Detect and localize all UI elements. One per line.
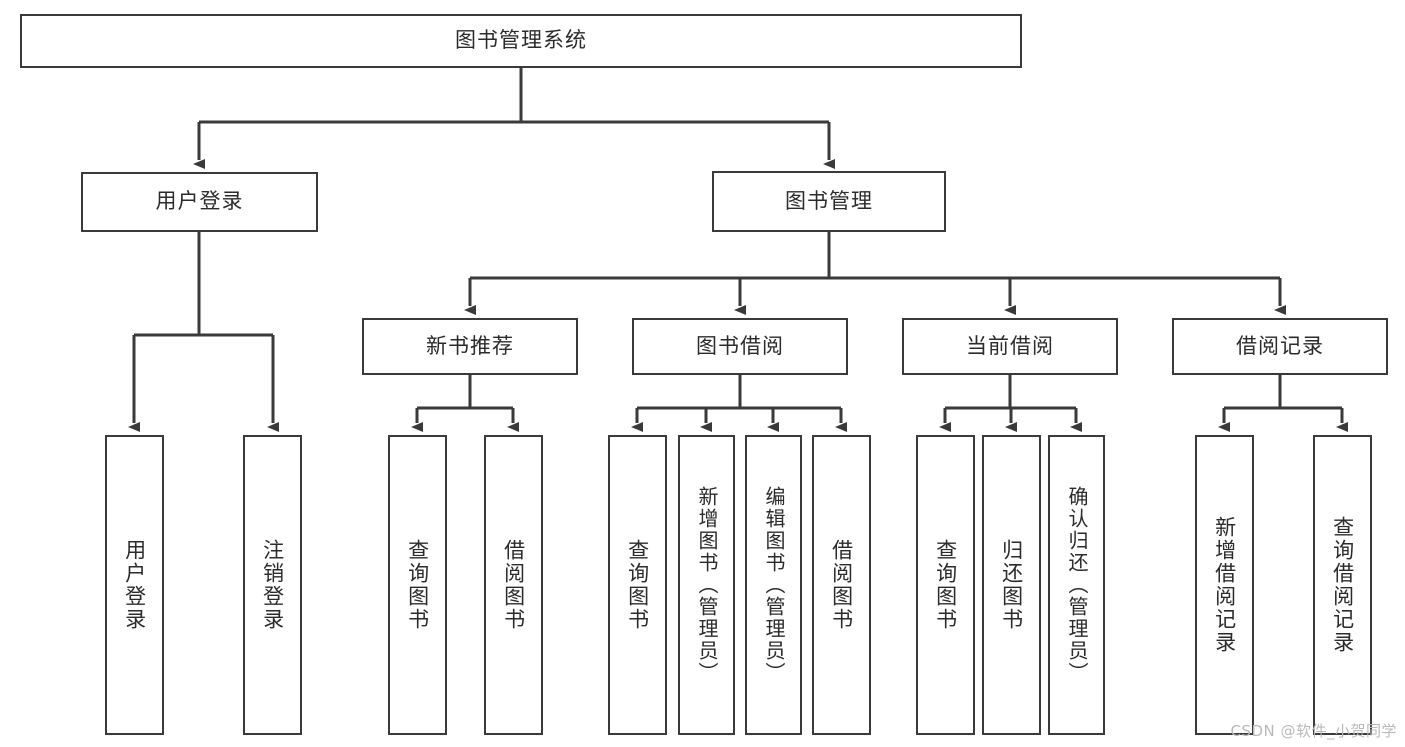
node-new-book-recommend[interactable]: 新书推荐 xyxy=(362,318,578,375)
leaf-node[interactable]: 用户登录 xyxy=(105,435,164,735)
node-book-management[interactable]: 图书管理 xyxy=(712,171,946,232)
leaf-node-label: 新增借阅记录 xyxy=(1212,516,1237,654)
node-new-book-recommend-label: 新书推荐 xyxy=(426,333,514,358)
watermark: CSDN @软件_小贺同学 xyxy=(1230,722,1397,740)
leaf-node[interactable]: 归还图书 xyxy=(982,435,1041,735)
node-book-borrow[interactable]: 图书借阅 xyxy=(632,318,848,375)
node-user-login-label: 用户登录 xyxy=(155,189,244,214)
leaf-node[interactable]: 确认归还（管理员） xyxy=(1048,435,1105,735)
node-current-borrow[interactable]: 当前借阅 xyxy=(902,318,1118,375)
leaf-node-label: 新增图书（管理员） xyxy=(695,486,719,684)
node-current-borrow-label: 当前借阅 xyxy=(966,333,1054,358)
leaf-node[interactable]: 借阅图书 xyxy=(812,435,871,735)
leaf-node-label: 注销登录 xyxy=(260,539,285,631)
node-book-management-label: 图书管理 xyxy=(785,188,873,213)
leaf-node-label: 借阅图书 xyxy=(501,539,526,631)
leaf-node-label: 编辑图书（管理员） xyxy=(762,486,786,684)
node-book-borrow-label: 图书借阅 xyxy=(696,333,784,358)
leaf-node[interactable]: 新增借阅记录 xyxy=(1195,435,1254,735)
node-borrow-record-label: 借阅记录 xyxy=(1236,333,1324,358)
leaf-node-label: 查询图书 xyxy=(405,539,430,631)
leaf-node-label: 查询图书 xyxy=(625,539,650,631)
leaf-node[interactable]: 查询图书 xyxy=(388,435,447,735)
leaf-node-label: 查询借阅记录 xyxy=(1330,516,1355,654)
leaf-node-label: 查询图书 xyxy=(933,539,958,631)
node-root[interactable]: 图书管理系统 xyxy=(20,14,1022,68)
leaf-node[interactable]: 查询图书 xyxy=(608,435,667,735)
leaf-node[interactable]: 编辑图书（管理员） xyxy=(745,435,802,735)
leaf-node-label: 归还图书 xyxy=(999,539,1024,631)
leaf-node[interactable]: 新增图书（管理员） xyxy=(678,435,735,735)
node-borrow-record[interactable]: 借阅记录 xyxy=(1172,318,1388,375)
leaf-node[interactable]: 查询图书 xyxy=(916,435,975,735)
leaf-node-label: 确认归还（管理员） xyxy=(1065,486,1089,684)
leaf-node[interactable]: 借阅图书 xyxy=(484,435,543,735)
node-user-login[interactable]: 用户登录 xyxy=(81,172,318,232)
node-root-label: 图书管理系统 xyxy=(455,28,587,53)
leaf-node[interactable]: 注销登录 xyxy=(243,435,302,735)
leaf-node-label: 借阅图书 xyxy=(829,539,854,631)
leaf-node-label: 用户登录 xyxy=(122,539,147,631)
leaf-node[interactable]: 查询借阅记录 xyxy=(1313,435,1372,735)
